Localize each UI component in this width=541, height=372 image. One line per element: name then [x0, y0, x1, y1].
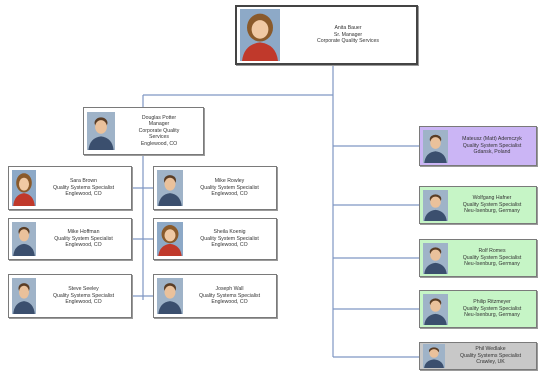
- person-photo-male: [423, 189, 448, 221]
- person-photo-male: [87, 112, 115, 150]
- person-photo-male: [423, 242, 448, 274]
- node-title: Quality Systems Specialist: [52, 292, 115, 299]
- person-photo-male: [12, 278, 36, 314]
- node-location: Englewood, CO: [65, 191, 102, 198]
- node-title: Quality System Specialist: [200, 184, 259, 191]
- node-location: Englewood, CO: [211, 191, 248, 198]
- node-location: Neu-Isenburg, Germany: [464, 261, 520, 268]
- person-photo-male: [423, 293, 448, 325]
- org-node-team-right-0[interactable]: Mike Rowley Quality System Specialist En…: [153, 166, 277, 210]
- node-location: Neu-Isenburg, Germany: [464, 208, 520, 215]
- node-title: Quality Systems Specialist: [52, 184, 115, 191]
- org-node-intl-3[interactable]: Philip Ritzmeyer Quality System Speciali…: [419, 290, 537, 328]
- node-location: Gdansk, Poland: [473, 149, 511, 156]
- node-title: Manager: [148, 121, 170, 128]
- node-name: Mike Rowley: [214, 178, 245, 185]
- person-photo-male: [423, 129, 448, 163]
- node-title: Quality Systems Specialist: [198, 292, 261, 299]
- node-location: Neu-Isenburg, Germany: [464, 312, 520, 319]
- node-name: Steve Seeley: [68, 286, 99, 293]
- node-location: Crawley, UK: [476, 359, 505, 366]
- node-location: Englewood, CO: [211, 242, 248, 249]
- node-dept: Corporate Quality Services: [317, 38, 379, 45]
- node-location: Englewood, CO: [140, 140, 178, 147]
- node-name: Joseph Wall: [215, 286, 244, 293]
- org-node-team-left-1[interactable]: Mike Hoffman Quality System Specialist E…: [8, 218, 132, 260]
- org-node-manager[interactable]: Douglas Potter Manager Corporate Quality…: [83, 107, 204, 155]
- org-node-intl-1[interactable]: Wolfgang Hafner Quality System Specialis…: [419, 186, 537, 224]
- person-photo-male: [423, 344, 445, 368]
- node-name: Phil Wedlake: [475, 346, 506, 353]
- node-title: Quality System Specialist: [200, 235, 259, 242]
- node-name: Sheila Koenig: [213, 229, 246, 236]
- node-location: Englewood, CO: [65, 299, 102, 306]
- node-title: Sr. Manager: [333, 31, 363, 38]
- org-node-team-right-1[interactable]: Sheila Koenig Quality System Specialist …: [153, 218, 277, 260]
- node-name: Sara Brown: [69, 178, 98, 185]
- node-name: Philip Ritzmeyer: [473, 299, 511, 306]
- node-location: Englewood, CO: [65, 242, 102, 249]
- node-dept: Corporate Quality Services: [138, 127, 180, 141]
- person-photo-male: [157, 278, 183, 314]
- person-photo-female: [157, 222, 183, 256]
- node-name: Anita Bauer: [334, 25, 362, 32]
- person-photo-female: [240, 9, 280, 61]
- node-name: Mateusz (Matt) Ademczyk: [462, 136, 522, 143]
- org-node-team-right-2[interactable]: Joseph Wall Quality Systems Specialist E…: [153, 274, 277, 318]
- person-photo-female: [12, 170, 36, 206]
- person-photo-male: [12, 222, 36, 256]
- node-title: Quality Systems Specialist: [459, 352, 522, 359]
- node-name: Rolf Romes: [478, 248, 506, 255]
- node-name: Wolfgang Hafner: [472, 195, 512, 202]
- org-node-team-left-2[interactable]: Steve Seeley Quality Systems Specialist …: [8, 274, 132, 318]
- person-photo-male: [157, 170, 183, 206]
- node-title: Quality System Specialist: [462, 254, 522, 261]
- org-node-intl-4[interactable]: Phil Wedlake Quality Systems Specialist …: [419, 342, 537, 370]
- node-title: Quality System Specialist: [462, 201, 522, 208]
- node-title: Quality System Specialist: [54, 235, 113, 242]
- node-name: Mike Hoffman: [67, 229, 100, 236]
- node-location: Englewood, CO: [211, 299, 248, 306]
- node-name: Douglas Potter: [141, 114, 177, 121]
- node-title: Quality System Specialist: [462, 305, 522, 312]
- node-title: Quality System Specialist: [462, 142, 522, 149]
- org-node-team-left-0[interactable]: Sara Brown Quality Systems Specialist En…: [8, 166, 132, 210]
- org-node-intl-2[interactable]: Rolf Romes Quality System Specialist Neu…: [419, 239, 537, 277]
- org-node-intl-0[interactable]: Mateusz (Matt) Ademczyk Quality System S…: [419, 126, 537, 166]
- org-node-senior-manager[interactable]: Anita Bauer Sr. Manager Corporate Qualit…: [235, 5, 418, 65]
